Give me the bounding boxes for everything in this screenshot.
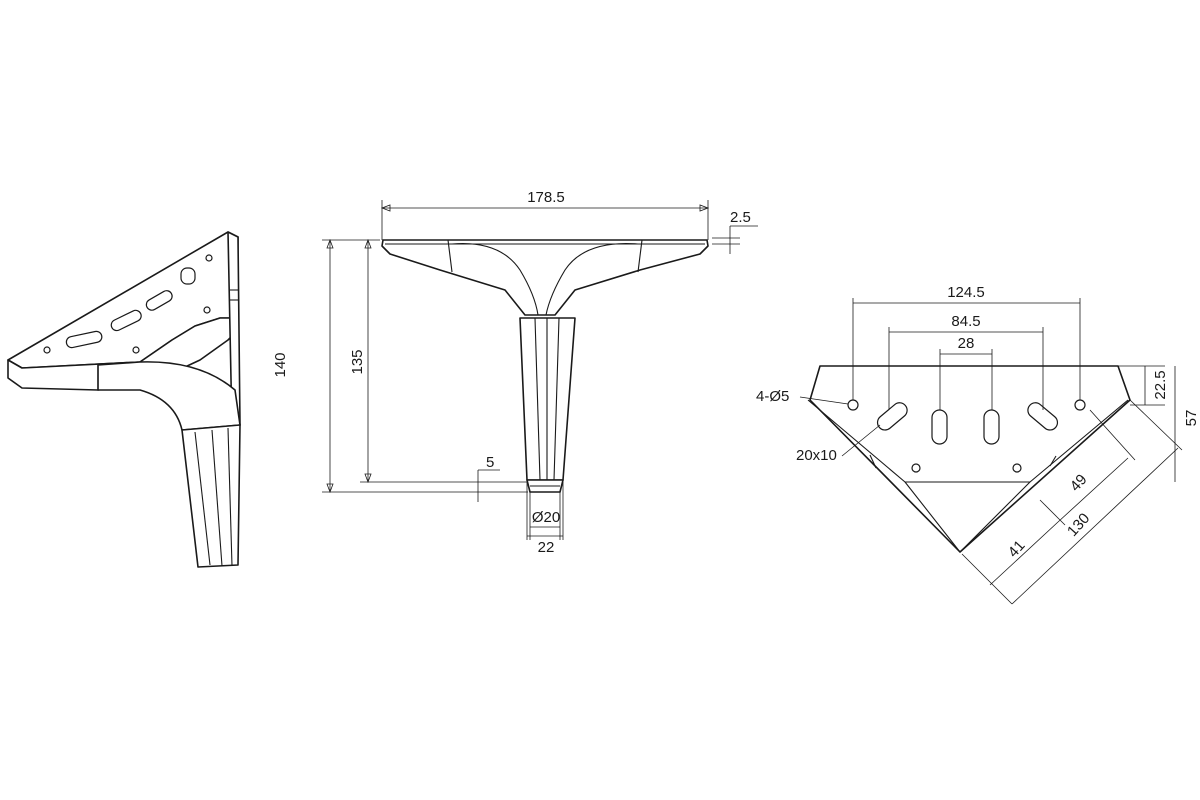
iso-leg-line	[227, 427, 233, 567]
ext-line	[1129, 399, 1183, 451]
iso-leg	[181, 424, 241, 568]
iso-leg-line	[211, 429, 223, 567]
leader	[799, 396, 849, 405]
dim-arrows	[364, 238, 372, 484]
front-curve-left	[451, 242, 539, 316]
plate-inner-edge	[807, 399, 1129, 483]
dim-slots: 20x10	[796, 447, 837, 464]
plate-view: 124.5 84.5 28 4-Ø5 20x10 22.5 57 49	[756, 284, 1200, 605]
dim-line	[989, 521, 1059, 586]
dim-diag-side: 41	[1005, 537, 1029, 561]
plate-slot	[931, 409, 948, 445]
dim-front-thickness: 2.5	[730, 209, 751, 226]
iso-slot	[65, 330, 103, 349]
iso-hole	[132, 346, 140, 354]
ext-line	[1089, 409, 1136, 461]
iso-hole	[205, 254, 213, 262]
dim-plate-outer: 124.5	[947, 284, 985, 301]
ext-line	[961, 553, 1013, 605]
leader	[841, 424, 881, 457]
dim-front-width: 178.5	[527, 189, 565, 206]
plate-hole	[1074, 399, 1086, 411]
dim-arrows	[380, 204, 710, 212]
iso-slot	[180, 267, 196, 285]
front-seam	[637, 239, 643, 273]
plate-slot	[876, 402, 908, 431]
dim-diag-outer: 130	[1064, 510, 1093, 540]
iso-leg-line	[194, 431, 211, 566]
plate-hole	[847, 399, 859, 411]
dim-front-height: 135	[349, 349, 366, 374]
plate-slot	[1027, 402, 1059, 431]
iso-slot	[110, 309, 142, 332]
plate-bevel	[904, 481, 1031, 553]
iso-slot	[145, 290, 173, 311]
dim-line	[1057, 457, 1129, 523]
front-view: 178.5 2.5 135 5 Ø20 22	[322, 189, 758, 556]
front-seam	[447, 239, 453, 273]
dim-foot-offset: 5	[486, 454, 494, 471]
dim-plate-mid: 84.5	[951, 313, 980, 330]
dim-plate-depth: 57	[1183, 410, 1200, 427]
plate-hole	[1012, 463, 1022, 473]
dim-plate-offset: 22.5	[1152, 370, 1169, 399]
dim-foot-width: 22	[538, 539, 555, 556]
ext-line	[1039, 499, 1066, 526]
front-leg-line	[553, 317, 560, 481]
iso-hole	[43, 346, 51, 354]
plate-seam	[1049, 455, 1057, 467]
front-leg-line	[534, 317, 541, 481]
plate-seam	[869, 454, 877, 469]
dim-arrows	[326, 238, 334, 494]
dim-foot-diameter: Ø20	[532, 509, 560, 526]
isometric-view: 140	[7, 231, 289, 568]
dim-line	[1011, 447, 1179, 605]
iso-leg-junction	[97, 361, 241, 431]
dim-plate-inner: 28	[958, 335, 975, 352]
dim-iso-height: 140	[272, 352, 289, 377]
iso-hole	[203, 306, 211, 314]
dim-diag-inner: 49	[1067, 471, 1091, 495]
dim-holes: 4-Ø5	[756, 388, 789, 405]
plate-hole	[911, 463, 921, 473]
front-curve-right	[545, 242, 639, 316]
plate-slot	[983, 409, 1000, 445]
front-top-bar	[381, 239, 709, 316]
